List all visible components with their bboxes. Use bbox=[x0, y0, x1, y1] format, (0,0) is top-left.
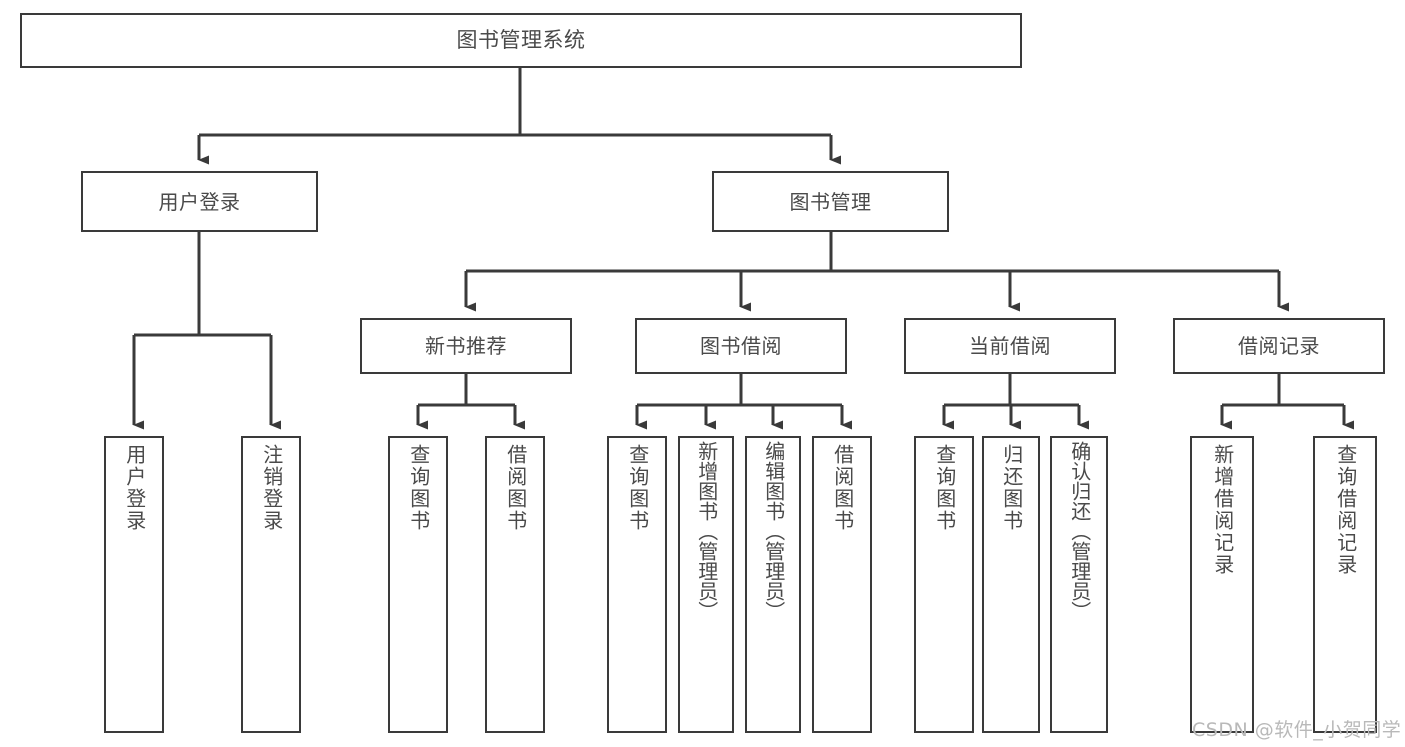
node-book-management[interactable]: 图书管理 bbox=[712, 171, 949, 232]
node-label: 注销登录 bbox=[259, 444, 284, 532]
leaf-user-login[interactable]: 用户登录 bbox=[104, 436, 164, 733]
leaf-query-book-current[interactable]: 查询图书 bbox=[914, 436, 974, 733]
node-label: 查询借阅记录 bbox=[1333, 444, 1358, 576]
node-current-borrow[interactable]: 当前借阅 bbox=[904, 318, 1116, 374]
node-label: 查询图书 bbox=[932, 444, 957, 532]
node-root-system[interactable]: 图书管理系统 bbox=[20, 13, 1022, 68]
leaf-borrow-book-new[interactable]: 借阅图书 bbox=[485, 436, 545, 733]
node-book-borrow[interactable]: 图书借阅 bbox=[635, 318, 847, 374]
leaf-confirm-return-admin[interactable]: 确认归还（管理员） bbox=[1050, 436, 1108, 733]
leaf-add-book-admin[interactable]: 新增图书（管理员） bbox=[678, 436, 734, 733]
node-label: 查询图书 bbox=[406, 444, 431, 532]
node-label: 查询图书 bbox=[625, 444, 650, 532]
node-label: 确认归还（管理员） bbox=[1067, 441, 1092, 621]
node-label: 新增借阅记录 bbox=[1210, 444, 1235, 576]
node-label: 用户登录 bbox=[122, 444, 147, 532]
node-label: 借阅记录 bbox=[1238, 334, 1320, 358]
node-label: 新书推荐 bbox=[425, 334, 507, 358]
leaf-query-borrow-record[interactable]: 查询借阅记录 bbox=[1313, 436, 1377, 733]
node-label: 用户登录 bbox=[158, 189, 241, 214]
leaf-query-book-new[interactable]: 查询图书 bbox=[388, 436, 448, 733]
node-user-login[interactable]: 用户登录 bbox=[81, 171, 318, 232]
leaf-return-book[interactable]: 归还图书 bbox=[982, 436, 1040, 733]
node-label: 借阅图书 bbox=[830, 444, 855, 532]
node-label: 编辑图书（管理员） bbox=[761, 441, 786, 621]
node-label: 图书借阅 bbox=[700, 334, 782, 358]
node-new-book-recommend[interactable]: 新书推荐 bbox=[360, 318, 572, 374]
node-label: 新增图书（管理员） bbox=[694, 441, 719, 621]
node-borrow-records[interactable]: 借阅记录 bbox=[1173, 318, 1385, 374]
leaf-query-book-borrow[interactable]: 查询图书 bbox=[607, 436, 667, 733]
node-label: 借阅图书 bbox=[503, 444, 528, 532]
csdn-watermark: CSDN @软件_小贺同学 bbox=[1192, 719, 1402, 741]
node-label: 图书管理 bbox=[789, 189, 872, 214]
node-label: 图书管理系统 bbox=[456, 28, 586, 52]
leaf-logout[interactable]: 注销登录 bbox=[241, 436, 301, 733]
node-label: 当前借阅 bbox=[969, 334, 1051, 358]
node-label: 归还图书 bbox=[999, 444, 1024, 532]
leaf-add-borrow-record[interactable]: 新增借阅记录 bbox=[1190, 436, 1254, 733]
leaf-borrow-book[interactable]: 借阅图书 bbox=[812, 436, 872, 733]
leaf-edit-book-admin[interactable]: 编辑图书（管理员） bbox=[745, 436, 801, 733]
